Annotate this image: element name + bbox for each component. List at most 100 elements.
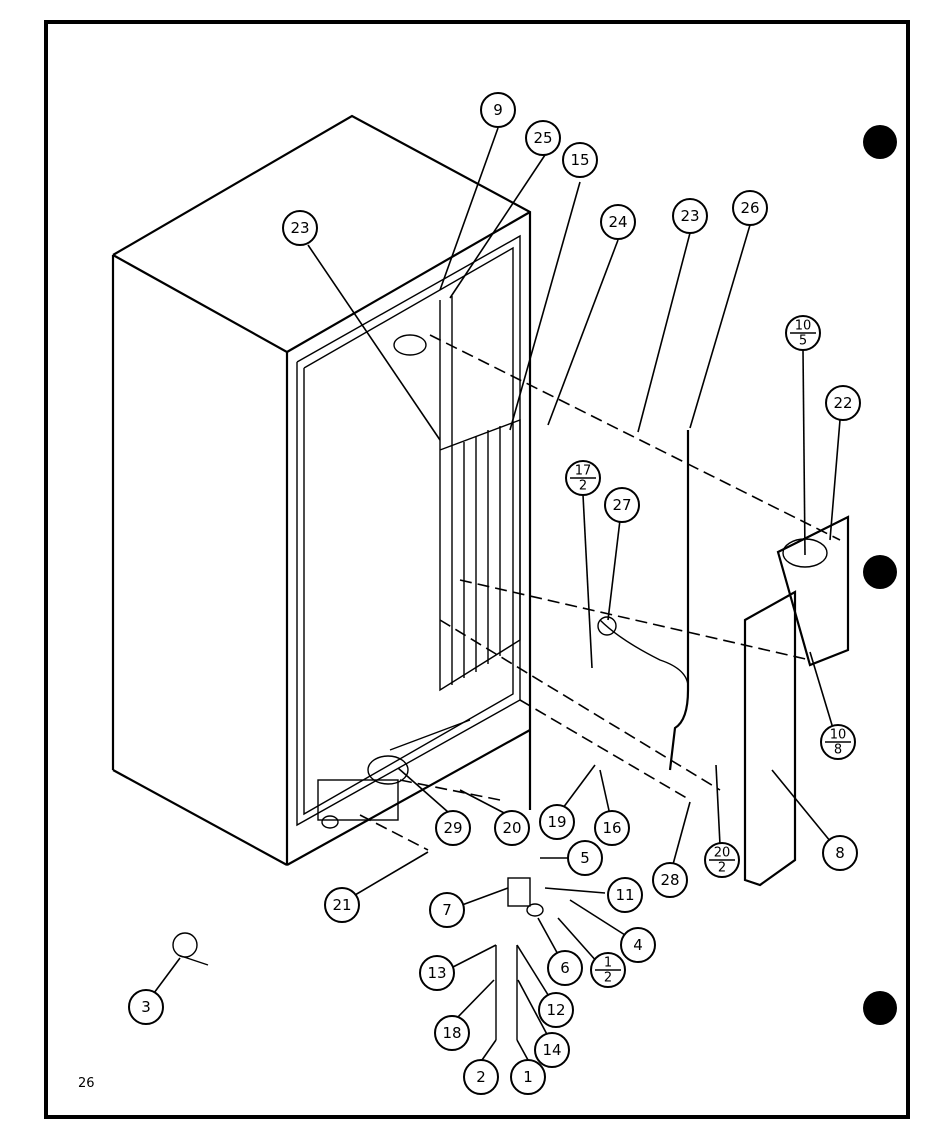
callout-circle <box>128 989 164 1025</box>
fraction-callout-10-5: 105 <box>785 315 821 351</box>
callout-11: 11 <box>607 877 643 913</box>
callout-16: 16 <box>594 810 630 846</box>
callout-label: 3 <box>141 998 151 1016</box>
callout-21: 21 <box>324 887 360 923</box>
fraction-callout-1-2: 12 <box>590 952 626 988</box>
fraction-top: 10 <box>830 728 847 743</box>
callout-label: 29 <box>443 819 462 837</box>
callout-27: 27 <box>604 487 640 523</box>
fraction-top: 20 <box>714 846 731 861</box>
callout-label: 13 <box>427 964 446 982</box>
binder-hole-middle <box>863 555 897 589</box>
callout-4: 4 <box>620 927 656 963</box>
callout-29: 29 <box>435 810 471 846</box>
callout-circle <box>822 835 858 871</box>
callout-circle <box>604 487 640 523</box>
callout-19: 19 <box>539 804 575 840</box>
fraction-callout-17-2: 172 <box>565 460 601 496</box>
callout-1: 1 <box>510 1059 546 1095</box>
callout-label: 16 <box>602 819 621 837</box>
callout-8: 8 <box>822 835 858 871</box>
callout-circle <box>434 1015 470 1051</box>
callout-label: 20 <box>502 819 521 837</box>
callout-label: 1 <box>523 1068 533 1086</box>
callout-label: 15 <box>570 151 589 169</box>
callout-circle <box>607 877 643 913</box>
callout-label: 4 <box>633 936 643 954</box>
callout-2: 2 <box>463 1059 499 1095</box>
callout-label: 28 <box>660 871 679 889</box>
callout-circle <box>429 892 465 928</box>
callout-label: 12 <box>546 1001 565 1019</box>
callout-label: 26 <box>740 199 759 217</box>
callout-circle <box>463 1059 499 1095</box>
fraction-top: 1 <box>604 956 612 971</box>
valve-assembly <box>495 877 544 1040</box>
callout-28: 28 <box>652 862 688 898</box>
callout-circle <box>620 927 656 963</box>
callout-6: 6 <box>547 950 583 986</box>
cord-coil <box>599 619 689 691</box>
callout-label: 22 <box>833 394 852 412</box>
callout-circle <box>419 955 455 991</box>
callout-label: 11 <box>615 886 634 904</box>
callout-circle <box>567 840 603 876</box>
callout-circle <box>652 862 688 898</box>
fraction-bottom: 5 <box>799 334 807 349</box>
fraction-top: 10 <box>795 319 812 334</box>
callout-circle <box>282 210 318 246</box>
callout-label: 27 <box>612 496 631 514</box>
fraction-bottom: 2 <box>604 971 612 986</box>
page-number: 26 <box>78 1076 95 1091</box>
callout-circle <box>525 120 561 156</box>
callout-3: 3 <box>128 989 164 1025</box>
callout-circle <box>672 198 708 234</box>
fraction-top: 17 <box>575 464 592 479</box>
callout-15: 15 <box>562 142 598 178</box>
callout-23: 23 <box>672 198 708 234</box>
callout-circle <box>494 810 530 846</box>
callout-label: 8 <box>835 844 845 862</box>
callout-label: 7 <box>442 901 452 919</box>
part-3-fitting <box>172 932 209 966</box>
callout-label: 19 <box>547 813 566 831</box>
callout-label: 14 <box>542 1041 561 1059</box>
callout-26: 26 <box>732 190 768 226</box>
callout-label: 18 <box>442 1024 461 1042</box>
callout-label: 6 <box>560 959 570 977</box>
callout-label: 9 <box>493 101 503 119</box>
callout-22: 22 <box>825 385 861 421</box>
callout-circle <box>435 810 471 846</box>
fraction-bottom: 8 <box>834 743 842 758</box>
callout-20: 20 <box>494 810 530 846</box>
callout-circle <box>534 1032 570 1068</box>
power-cord <box>668 430 690 771</box>
callout-label: 5 <box>580 849 590 867</box>
condenser-coil <box>393 296 521 692</box>
refrigerator-cabinet <box>111 114 532 866</box>
callout-circle <box>547 950 583 986</box>
callout-13: 13 <box>419 955 455 991</box>
fraction-callout-20-2: 202 <box>704 842 740 878</box>
callout-circle <box>324 887 360 923</box>
callout-label: 23 <box>680 207 699 225</box>
page-border <box>44 20 910 1119</box>
callout-18: 18 <box>434 1015 470 1051</box>
callout-label: 2 <box>476 1068 486 1086</box>
callout-5: 5 <box>567 840 603 876</box>
callout-label: 24 <box>608 213 627 231</box>
fraction-callout-10-8: 108 <box>820 724 856 760</box>
callout-12: 12 <box>538 992 574 1028</box>
callout-circle <box>825 385 861 421</box>
callout-circle <box>732 190 768 226</box>
callout-24: 24 <box>600 204 636 240</box>
callout-9: 9 <box>480 92 516 128</box>
callout-circle <box>600 204 636 240</box>
explosion-lines <box>359 334 841 851</box>
callout-23: 23 <box>282 210 318 246</box>
compressor-area <box>317 719 471 829</box>
binder-hole-top <box>863 125 897 159</box>
callout-label: 23 <box>290 219 309 237</box>
